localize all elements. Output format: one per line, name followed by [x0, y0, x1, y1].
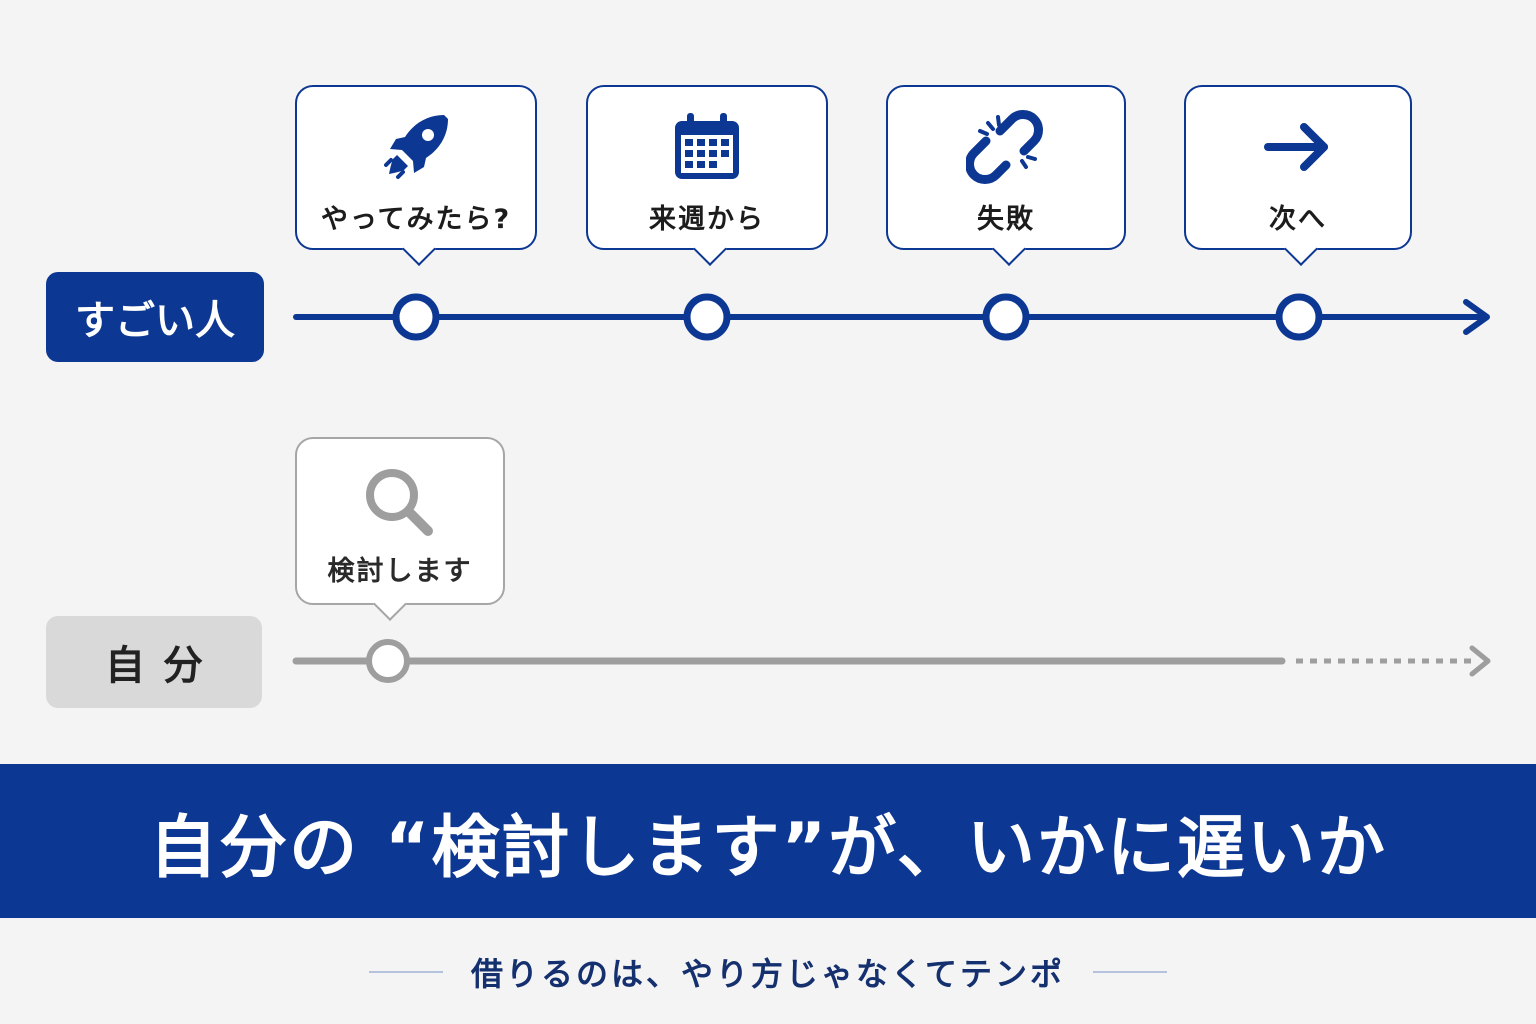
timeline-top-arrowhead [1463, 299, 1490, 335]
timeline-top-node-1 [392, 293, 440, 341]
timeline-self-node-1 [366, 639, 410, 683]
divider-left [368, 971, 443, 973]
step-bubble: 失敗 [886, 85, 1126, 266]
subline-text: 借りるのは、やり方じゃなくてテンポ [470, 955, 1066, 993]
timeline-top-node-4 [1275, 293, 1323, 341]
row-label-top: すごい人 [46, 272, 264, 362]
timeline-top-node-3 [982, 293, 1030, 341]
timeline-self-arrowhead [1469, 645, 1491, 677]
step-bubble: 次へ [1184, 85, 1412, 266]
step-bubble: 検討します [295, 437, 505, 621]
subline: 借りるのは、やり方じゃなくてテンポ [0, 944, 1536, 1000]
step-text: 検討します [327, 556, 473, 587]
broken-link-icon [888, 109, 1124, 185]
step-bubble: 来週から [586, 85, 828, 266]
arrow-right-icon [1186, 109, 1410, 185]
step-bubble: やってみたら? [295, 85, 537, 266]
headline-text: 自分の “検討します”が、いかに遅いか [149, 808, 1387, 888]
headline-banner: 自分の “検討します”が、いかに遅いか [0, 764, 1536, 918]
step-text: やってみたら? [320, 204, 512, 235]
step-text: 次へ [1269, 204, 1327, 235]
step-text: 失敗 [977, 204, 1035, 235]
rocket-icon [297, 109, 535, 185]
search-icon [297, 463, 503, 539]
timeline-top-node-2 [683, 293, 731, 341]
calendar-icon [588, 109, 826, 185]
step-text: 来週から [649, 204, 765, 235]
row-label-self: 自分 [46, 616, 262, 708]
divider-right [1093, 971, 1168, 973]
